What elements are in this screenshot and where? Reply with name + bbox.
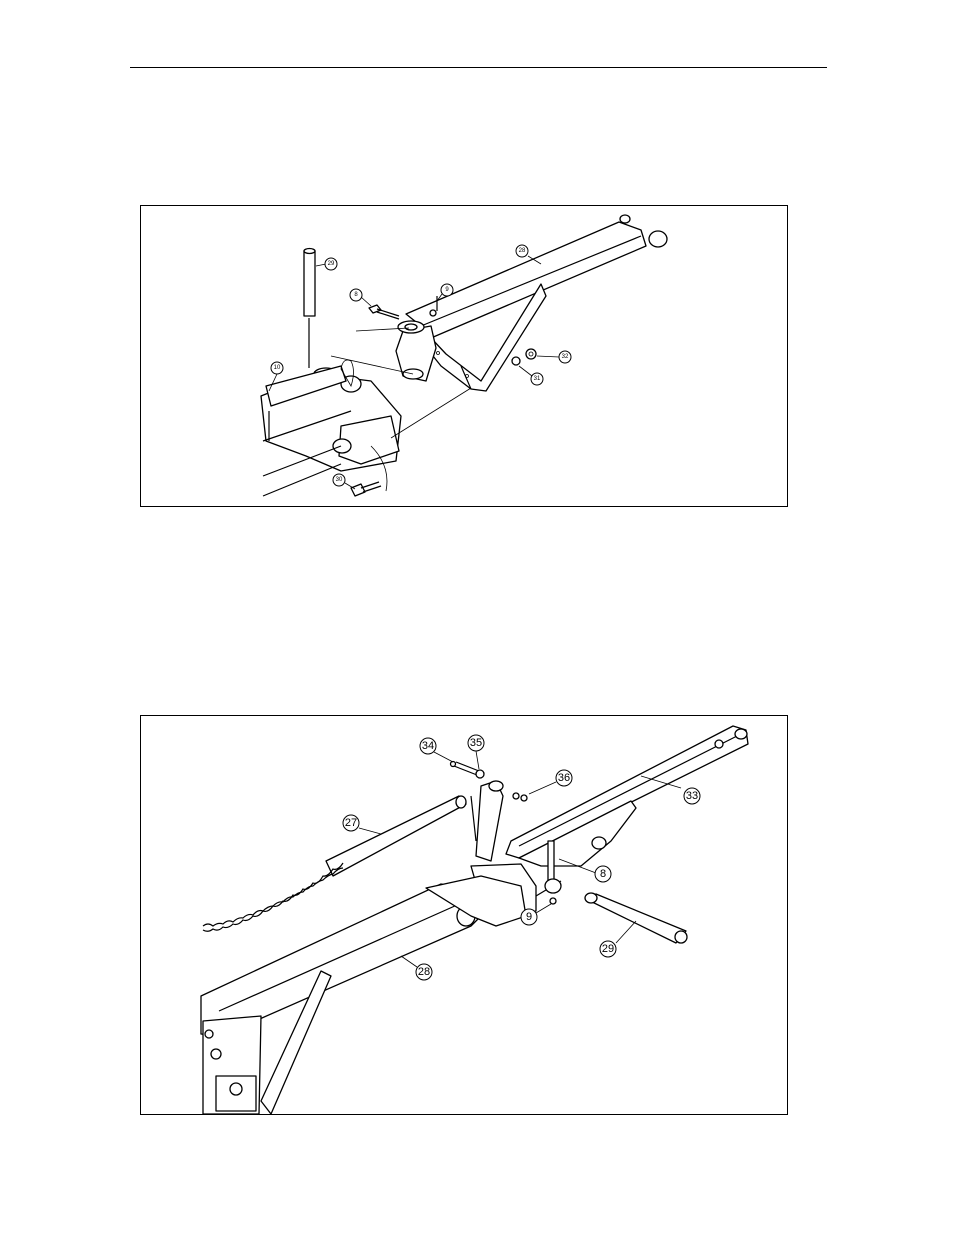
pin-29: [304, 249, 315, 369]
callout-28: 28: [401, 956, 432, 980]
svg-text:29: 29: [328, 261, 335, 267]
beam-28: [406, 215, 667, 391]
svg-text:32: 32: [562, 354, 569, 360]
svg-text:28: 28: [519, 248, 526, 254]
callout-36: 36: [529, 770, 572, 794]
callout-8: 8: [350, 289, 371, 306]
nut-9: [550, 898, 556, 904]
bolt-8: [369, 305, 399, 319]
callout-31: 31: [519, 366, 543, 385]
callout-35: 35: [468, 735, 484, 769]
callout-29: 29: [316, 258, 337, 270]
callout-27: 27: [343, 815, 381, 834]
hardware-31-32: [512, 349, 536, 365]
bolt-34: [451, 762, 480, 776]
guide-line: [391, 388, 471, 438]
diagram-2-drawing: 34 35 36 33 27 8 9 29 28: [141, 716, 787, 1114]
nut-36: [513, 793, 527, 801]
arm-27: [326, 796, 476, 876]
svg-text:10: 10: [274, 365, 281, 371]
header-rule: [130, 67, 827, 68]
svg-text:33: 33: [686, 790, 698, 802]
hitch-assembly-10: [261, 360, 401, 496]
svg-text:31: 31: [534, 376, 541, 382]
washer-35: [476, 770, 484, 778]
callout-32: 32: [537, 351, 571, 363]
callout-29: 29: [600, 921, 636, 957]
beam-33: [506, 726, 748, 866]
svg-text:9: 9: [526, 911, 532, 923]
tube-29: [585, 893, 687, 943]
chain: [203, 863, 343, 931]
diagram-1-drawing: 29 28 8 9 32 31 10 30: [141, 206, 787, 506]
exploded-diagram-2: 34 35 36 33 27 8 9 29 28: [140, 715, 788, 1115]
bolt-30: [351, 482, 381, 496]
svg-text:8: 8: [600, 868, 606, 880]
svg-text:36: 36: [558, 772, 570, 784]
svg-text:34: 34: [422, 740, 434, 752]
exploded-diagram-1: 29 28 8 9 32 31 10 30: [140, 205, 788, 507]
beam-28: [201, 876, 526, 1114]
svg-text:28: 28: [418, 966, 430, 978]
svg-text:27: 27: [345, 817, 357, 829]
bracket: [396, 321, 436, 381]
svg-text:29: 29: [602, 943, 614, 955]
callout-30: 30: [333, 474, 355, 489]
svg-text:30: 30: [336, 477, 343, 483]
callout-34: 34: [420, 738, 453, 762]
svg-text:35: 35: [470, 737, 482, 749]
